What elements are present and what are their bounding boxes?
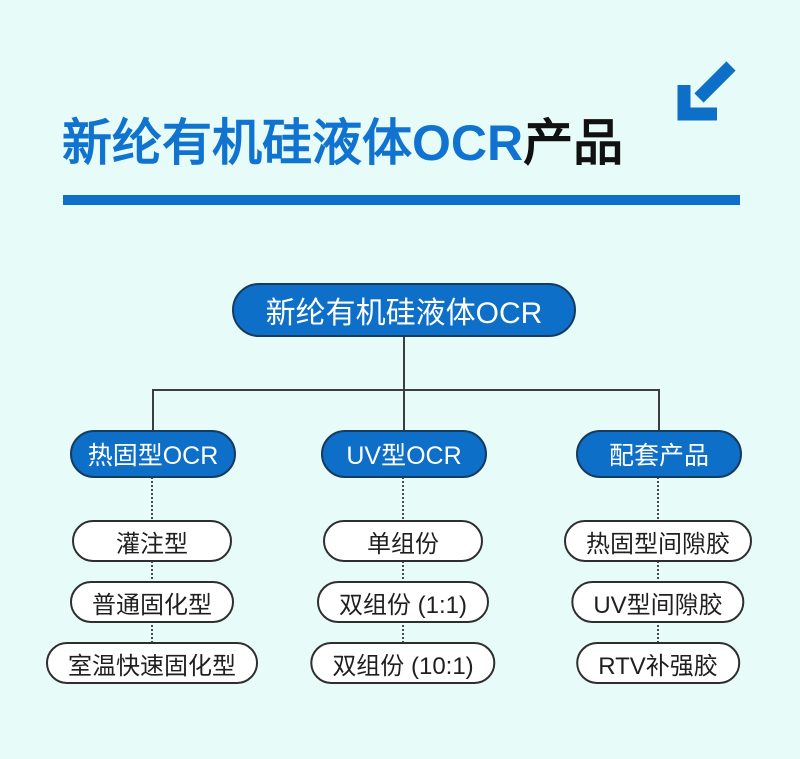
connector-drop-mid	[403, 389, 405, 431]
page-title-rest: 产品	[523, 115, 624, 171]
leaf-node: RTV补强胶	[576, 642, 740, 684]
branch-node-label: UV型OCR	[346, 442, 462, 470]
connector-horizontal	[152, 389, 660, 391]
dotted-spine-right	[657, 477, 659, 663]
leaf-node-label: RTV补强胶	[598, 652, 718, 680]
connector-drop-left	[152, 389, 154, 431]
branch-node-accessory-products: 配套产品	[576, 430, 742, 478]
root-node: 新纶有机硅液体OCR	[232, 283, 576, 337]
leaf-node-label: UV型间隙胶	[593, 591, 723, 619]
dotted-spine-left	[151, 477, 153, 663]
leaf-node: 灌注型	[72, 520, 232, 562]
leaf-node-label: 热固型间隙胶	[586, 530, 730, 558]
root-node-label: 新纶有机硅液体OCR	[265, 297, 543, 330]
leaf-node: 普通固化型	[70, 581, 234, 623]
branch-node-thermal-ocr: 热固型OCR	[70, 430, 236, 478]
page-title-highlight: 新纶有机硅液体OCR	[62, 115, 524, 171]
leaf-node: 双组份 (10:1)	[310, 642, 496, 684]
leaf-node: 室温快速固化型	[46, 642, 258, 684]
leaf-node-label: 普通固化型	[92, 591, 212, 619]
branch-node-uv-ocr: UV型OCR	[321, 430, 487, 478]
leaf-node-label: 双组份 (1:1)	[338, 591, 468, 619]
leaf-node-label: 单组份	[367, 530, 439, 558]
page-title: 新纶有机硅液体OCR产品	[62, 116, 623, 171]
leaf-node: UV型间隙胶	[571, 581, 745, 623]
leaf-node: 单组份	[323, 520, 483, 562]
arrow-down-left-icon	[676, 60, 738, 122]
branch-node-label: 配套产品	[608, 442, 709, 470]
leaf-node-label: 灌注型	[116, 530, 188, 558]
leaf-node-label: 双组份 (10:1)	[332, 652, 474, 680]
leaf-column-uv-ocr: 单组份 双组份 (1:1) 双组份 (10:1)	[283, 520, 523, 690]
leaf-node: 双组份 (1:1)	[316, 581, 490, 623]
leaf-column-thermal-ocr: 灌注型 普通固化型 室温快速固化型	[32, 520, 272, 690]
leaf-node-label: 室温快速固化型	[68, 652, 236, 680]
connector-drop-right	[658, 389, 660, 431]
connector-root-stem	[403, 336, 405, 390]
branch-node-label: 热固型OCR	[87, 442, 219, 470]
leaf-node: 热固型间隙胶	[564, 520, 752, 562]
title-underline	[63, 195, 740, 205]
dotted-spine-mid	[402, 477, 404, 663]
leaf-column-accessory-products: 热固型间隙胶 UV型间隙胶 RTV补强胶	[538, 520, 778, 690]
